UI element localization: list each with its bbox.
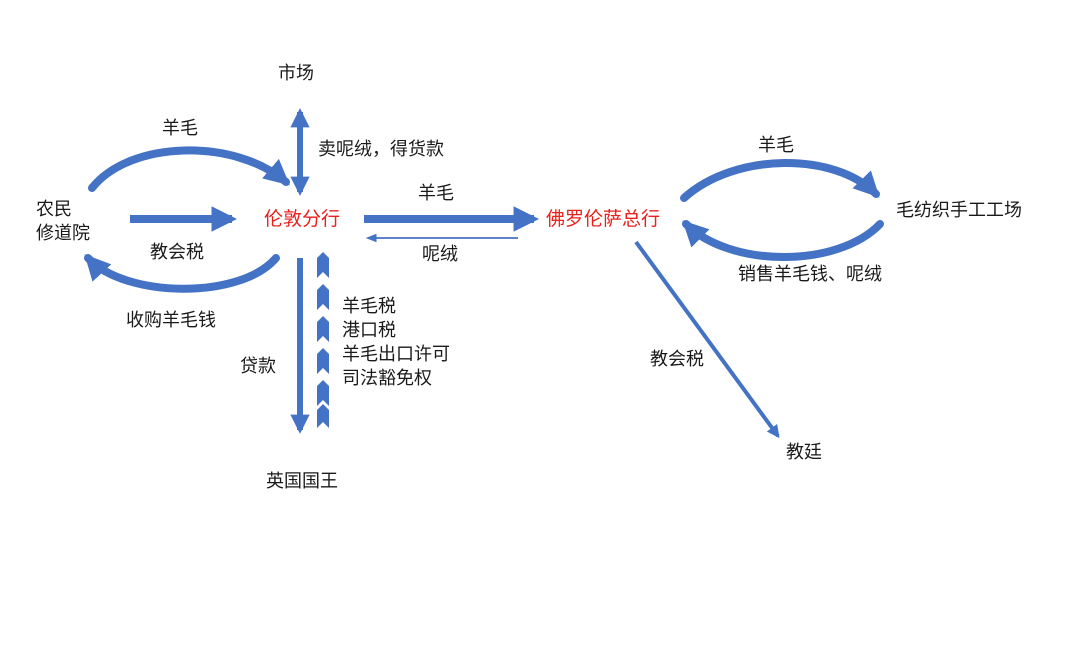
curved-arrow-wool-to-workshop (680, 159, 880, 202)
curved-arrow-sales-to-florence (682, 220, 884, 261)
node-wool-workshop: 毛纺织手工工场 (896, 200, 1022, 221)
privilege-wool-export-license: 羊毛出口许可 (342, 344, 450, 365)
label-wool-to-florence: 羊毛 (418, 183, 454, 204)
label-sell-woolen: 卖呢绒，得货款 (318, 139, 444, 160)
node-monastery: 修道院 (36, 223, 90, 244)
node-farmers: 农民 (36, 199, 72, 220)
label-church-tax-right: 教会税 (650, 349, 704, 370)
label-woolen-back: 呢绒 (422, 244, 458, 265)
label-wool-from-farmers: 羊毛 (162, 118, 198, 139)
label-sales-back: 销售羊毛钱、呢绒 (738, 264, 882, 285)
label-wool-to-workshop: 羊毛 (758, 135, 794, 156)
node-florence-hq: 佛罗伦萨总行 (546, 208, 661, 230)
node-london-branch: 伦敦分行 (264, 208, 341, 230)
label-privileges-list: 羊毛税 港口税 羊毛出口许可 司法豁免权 (342, 295, 450, 391)
chevron-arrow-privileges-to-london (317, 252, 329, 428)
node-king: 英国国王 (266, 471, 338, 492)
node-farmers-monastery: 农民 修道院 (36, 198, 90, 246)
privilege-judicial-immunity: 司法豁免权 (342, 368, 432, 389)
privilege-wool-tax: 羊毛税 (342, 296, 396, 317)
label-wool-payment: 收购羊毛钱 (126, 310, 216, 331)
curved-arrow-wool-to-london (88, 146, 290, 192)
curved-arrow-payment-to-farmers (84, 254, 280, 293)
privilege-port-tax: 港口税 (342, 320, 396, 341)
node-market: 市场 (278, 63, 314, 84)
label-loan: 贷款 (240, 356, 276, 377)
node-papacy: 教廷 (786, 442, 822, 463)
label-church-tax-left: 教会税 (150, 242, 204, 263)
arrow-church-tax-to-papacy (634, 240, 780, 439)
